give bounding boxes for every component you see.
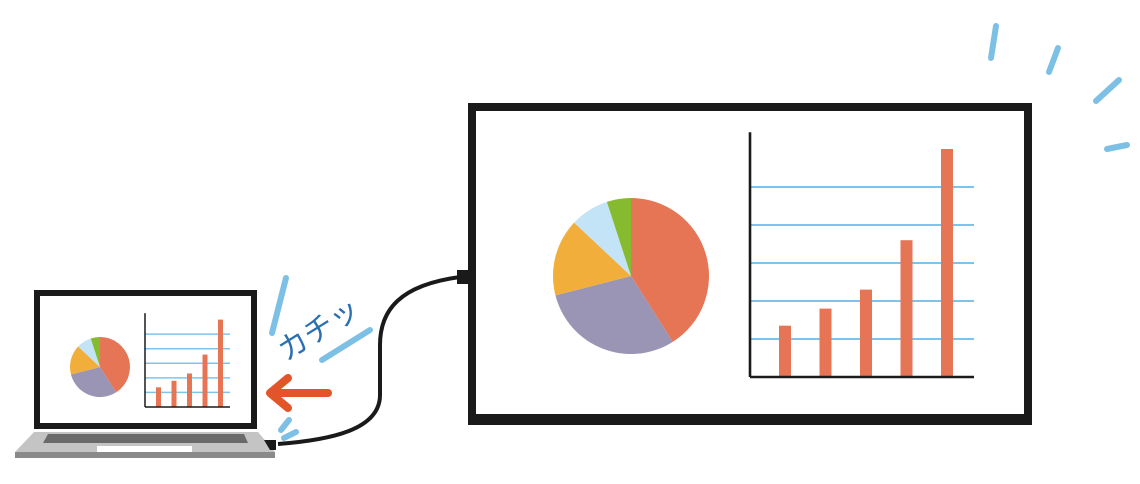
accent-line	[988, 23, 999, 61]
pie-slice-4	[574, 201, 631, 276]
laptop-base-edge	[15, 452, 275, 458]
pie-slice-3	[553, 222, 631, 296]
pie-slice-1	[100, 337, 130, 393]
bar-3	[860, 289, 872, 377]
laptop-port	[264, 440, 276, 450]
bar-2	[819, 308, 832, 377]
bar-5	[941, 149, 953, 377]
accent-line	[319, 327, 373, 363]
accent-line	[1093, 77, 1122, 104]
bar-4	[202, 354, 208, 407]
accent-line	[269, 275, 289, 336]
laptop	[15, 290, 276, 458]
bar-1	[156, 387, 161, 407]
laptop-trackpad	[97, 446, 192, 452]
external-monitor	[457, 103, 1032, 425]
cable	[277, 275, 461, 446]
pie-slice-5	[606, 198, 631, 276]
laptop-keyboard	[43, 434, 248, 443]
monitor-port	[457, 270, 470, 284]
bar-1	[779, 325, 791, 377]
bar-5	[218, 319, 223, 407]
monitor-charts	[553, 132, 974, 379]
bar-2	[171, 380, 177, 407]
accent-line	[278, 417, 292, 433]
sound-effect-text: カチッ	[272, 291, 367, 368]
pie-slice-5	[90, 337, 100, 367]
pie-slice-4	[78, 338, 100, 367]
bar-3	[187, 373, 192, 407]
monitor-bottom-bezel	[468, 414, 1032, 425]
accent-line	[1046, 45, 1061, 75]
arrow-left-icon	[266, 374, 332, 412]
bar-4	[900, 240, 913, 377]
accent-line	[281, 429, 299, 441]
pie-slice-2	[70, 367, 117, 397]
accent-line	[1104, 142, 1130, 152]
pie-slice-1	[631, 198, 709, 342]
accent-lines	[269, 23, 1130, 441]
laptop-charts	[70, 313, 230, 408]
pie-slice-3	[70, 346, 100, 375]
pie-slice-2	[555, 276, 673, 354]
